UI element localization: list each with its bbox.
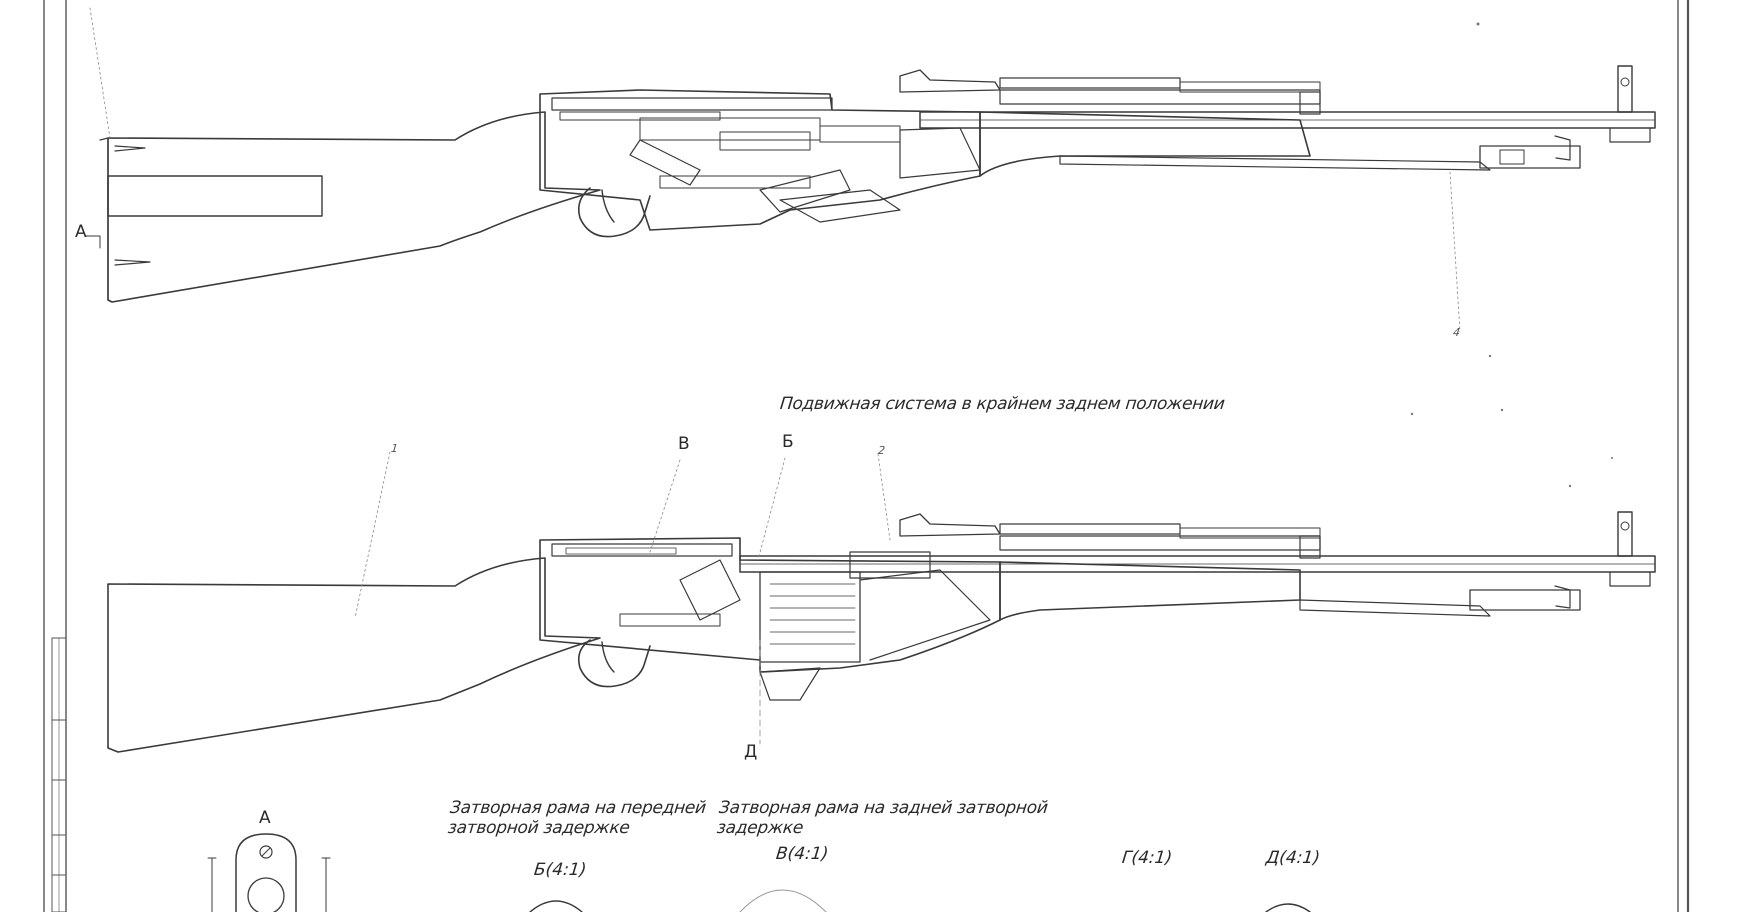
view-marker-d: Д <box>744 742 758 762</box>
top-stock <box>107 111 601 303</box>
section-a-marker-top: А <box>75 222 87 242</box>
top-bayonet <box>1059 155 1491 171</box>
top-front-sight <box>1617 65 1633 113</box>
bottom-stock <box>107 557 601 753</box>
part-number-2: 2 <box>877 444 886 457</box>
bottom-receiver <box>539 537 1001 673</box>
caption-rear-position: Подвижная система в крайнем заднем полож… <box>778 394 1226 414</box>
bottom-front-sight <box>1617 511 1633 557</box>
view-marker-b: Б <box>782 432 794 452</box>
scan-specks <box>1410 22 1613 488</box>
top-forend <box>979 111 1311 177</box>
detail-v-scale: В(4:1) <box>774 844 830 864</box>
view-marker-v: В <box>678 434 690 454</box>
detail-d-scale: Д(4:1) <box>1264 848 1321 868</box>
bottom-bayonet <box>1299 599 1491 617</box>
detail-b-scale: Б(4:1) <box>532 860 588 880</box>
section-a-detail-title: А <box>259 808 271 828</box>
detail-d-circle <box>1265 903 1311 912</box>
caption-front-stop: Затворная рама на передней затворной зад… <box>446 798 707 838</box>
bottom-magazine <box>759 571 861 663</box>
bottom-rear-sight <box>899 513 1001 537</box>
part-number-1: 1 <box>390 442 399 455</box>
bottom-forend <box>999 561 1301 621</box>
rifle-bottom-view <box>107 511 1656 753</box>
top-rear-sight <box>899 69 1001 93</box>
part-number-4: 4 <box>1452 326 1461 339</box>
rifle-top-view <box>99 65 1656 303</box>
detail-section-a <box>207 833 331 912</box>
sheet-frame <box>43 0 1690 912</box>
detail-v-circle <box>739 889 827 912</box>
top-magazine <box>779 189 901 223</box>
detail-b-circle <box>529 900 583 912</box>
caption-rear-stop: Затворная рама на задней затворной задер… <box>715 798 1049 838</box>
detail-g-scale: Г(4:1) <box>1120 848 1174 868</box>
bottom-trigger-guard <box>577 639 651 688</box>
top-butt-plate <box>107 175 323 217</box>
top-trigger-guard <box>577 187 651 238</box>
